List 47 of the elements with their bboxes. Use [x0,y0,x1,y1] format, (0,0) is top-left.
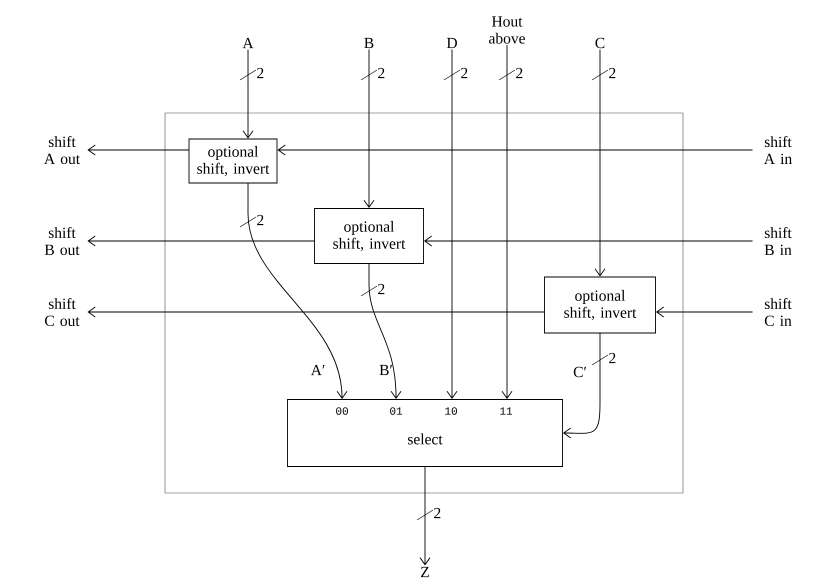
signal-label: shift B in [764,227,792,255]
signal-label: shift C in [764,298,792,326]
port-label: 11 [500,407,512,415]
arrow [364,49,374,208]
arrow [656,306,753,318]
edge-label: 2 [257,214,264,226]
signal-label: Z [421,566,429,578]
signal-label: C′ [574,366,586,378]
arrow [87,236,314,246]
edge-label: 2 [378,68,384,78]
process-box: optional shift, invert [188,138,278,184]
port-label: 01 [390,407,402,415]
edge-label: 2 [378,284,384,294]
edge-label: 2 [609,68,616,78]
arrow [277,144,753,156]
arrow [87,144,189,156]
signal-label: shift A in [764,136,792,164]
signal-label: B [364,38,374,48]
edge-label: 2 [257,68,264,78]
arrow [446,49,458,400]
signal-label: C [595,38,604,48]
process-box: optional shift, invert [544,276,656,334]
edge-label: 2 [461,68,468,78]
signal-label: A [242,38,254,48]
port-label: 10 [445,407,457,415]
process-box: optional shift, invert [314,208,424,264]
edge-label: 2 [609,352,616,364]
arrow [562,333,600,438]
arrow [242,49,254,139]
signal-label: shift A out [44,136,80,164]
edge-label: 2 [516,68,522,78]
signal-label: B′ [380,364,392,376]
arrow [420,466,430,566]
arrow [368,264,402,400]
signal-label: D [446,38,457,48]
arrow [248,183,348,400]
edge-label: 2 [434,508,440,518]
signal-label: A′ [310,364,325,376]
signal-label: shift C out [45,298,80,326]
signal-label: shift B out [44,226,80,256]
arrow [594,49,606,277]
arrow [502,44,512,400]
frame-box [164,112,684,494]
arrow [87,306,544,318]
port-label: 00 [336,407,348,415]
arrow [424,236,753,246]
signal-label: Hout above [489,16,525,44]
